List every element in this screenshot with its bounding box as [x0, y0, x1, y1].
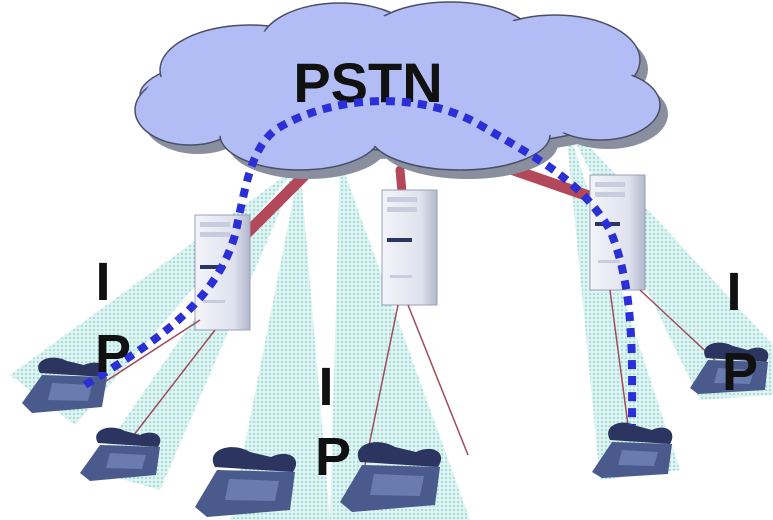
call-path [82, 97, 637, 426]
server-center [381, 189, 438, 306]
phone-icon [690, 342, 769, 394]
phone-center-left[interactable] [195, 447, 297, 517]
ip-left-letter-1: I [95, 252, 110, 312]
pstn-label: PSTN [293, 51, 442, 114]
server-icon [381, 189, 438, 306]
coverage-center [330, 160, 470, 520]
phone-left-bottom[interactable] [80, 427, 161, 481]
phone-right-top[interactable] [690, 342, 769, 394]
phone-wires [99, 289, 716, 466]
phone-icon [195, 447, 297, 517]
ip-center-letter-1: I [318, 357, 333, 417]
ip-right-letter-2: P [722, 342, 758, 402]
phone-icon [80, 427, 161, 481]
ip-left-letter-2: P [95, 324, 131, 384]
phone-icon [340, 442, 442, 512]
ip-right-letter-1: I [726, 262, 741, 322]
phone-right-bottom[interactable] [592, 422, 673, 478]
server-right [589, 174, 646, 291]
phone-center-right[interactable] [340, 442, 442, 512]
phone-icon [592, 422, 673, 478]
trunk-center [395, 165, 407, 197]
server-icon [589, 174, 646, 291]
coverage-center-left [230, 165, 330, 520]
ip-center-letter-2: P [315, 427, 351, 487]
